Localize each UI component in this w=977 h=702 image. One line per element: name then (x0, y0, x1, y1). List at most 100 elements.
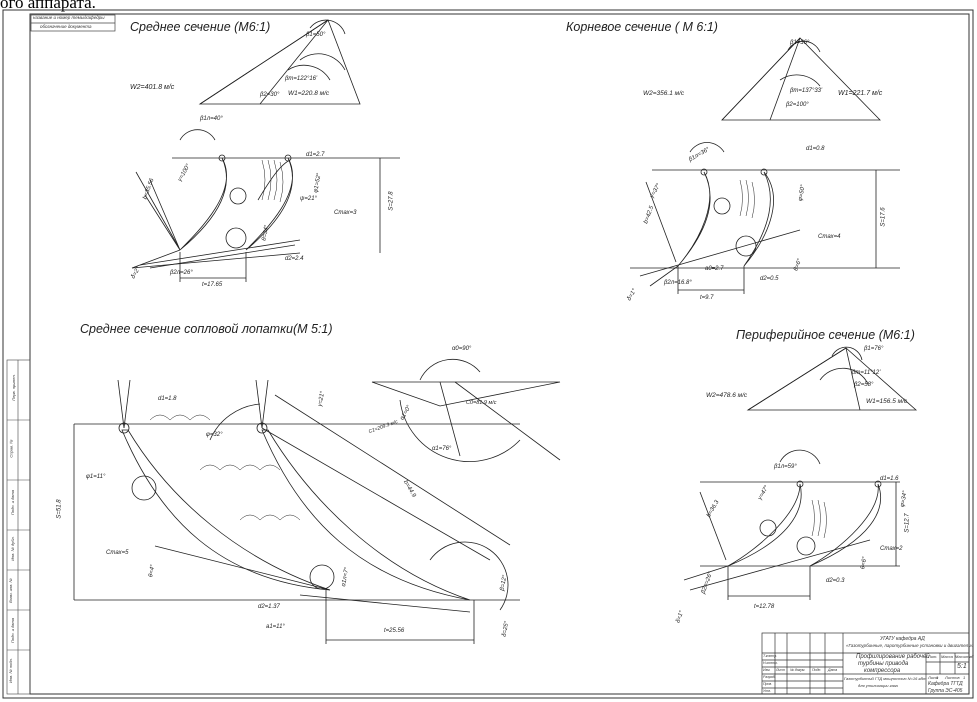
nozzle-c0: C0=81.9 м/с (466, 400, 497, 406)
tb-col-doc: № докум. (790, 668, 806, 672)
nozzle-s: S=51.8 (56, 499, 63, 519)
tip-pitch: t=12.78 (754, 604, 775, 610)
mean-w1: W1=220.8 м/с (288, 90, 330, 97)
tb-row-tcontrol: Т.контр. (763, 654, 778, 658)
tb-row-check: Пров. (763, 682, 773, 686)
margin-label-4: Инв. № дубл. (9, 536, 15, 561)
tip-section-drawing (683, 346, 918, 600)
mean-beta-exit: β2л=26° (170, 270, 193, 276)
title-block (761, 632, 970, 695)
tip-s: S=12.7 (904, 513, 911, 533)
tb-org-line2: «Газотурбинные, паротурбинные установки … (846, 643, 974, 648)
root-section-title: Корневое сечение ( М 6:1) (566, 20, 718, 34)
tb-sheets-label: Листов (945, 675, 960, 680)
tb-org-line1: УГАТУ кафедра АД (880, 636, 925, 642)
left-margin-column (6, 359, 31, 695)
tb-subtitle-1: Газотурбинный ГТД мощностью N=16 кВт (844, 676, 927, 681)
tb-doc-title-3: компрессора (864, 668, 901, 674)
nozzle-cmax: Cmax=5 (106, 550, 129, 556)
tip-w1: W1=156.5 м/с (866, 398, 908, 405)
root-s: S=17.6 (880, 207, 887, 227)
nozzle-velocity-triangle (371, 381, 561, 407)
root-pitch: t=9.7 (700, 295, 714, 301)
mean-psi: ψ=21° (300, 196, 317, 202)
mean-pitch: t=17.65 (202, 282, 223, 288)
nozzle-pitch: t=25.56 (384, 628, 405, 634)
root-beta2: β2=100° (786, 102, 809, 108)
tip-beta-inlet: β1л=59° (774, 464, 797, 470)
tb-row-approve: Утв. (763, 689, 771, 693)
outer-frame (2, 9, 974, 699)
root-a-exit: a0=2.7 (705, 266, 724, 272)
mean-cmax: Cmax=3 (334, 210, 357, 216)
caption-fragment: ого аппарата. (0, 0, 96, 12)
tb-scale: 5:1 (957, 663, 967, 670)
tip-cmax: Cmax=2 (880, 546, 903, 552)
tb-sheet-num: 1 (936, 675, 939, 680)
mean-w2: W2=401.8 м/с (130, 84, 175, 91)
root-beta-exit: β2л=16.8° (664, 280, 692, 286)
stamp-line2: обозначение документа (40, 24, 92, 29)
tb-doc-title-2: турбины привода (858, 661, 909, 667)
mean-section-title: Среднее сечение (М6:1) (130, 20, 271, 34)
tip-section-title: Периферийное сечение (М6:1) (736, 328, 915, 342)
mean-beta1: β1=50° (306, 32, 326, 38)
tb-sheets-total: 1 (963, 675, 966, 680)
root-d1: d1=0.8 (806, 146, 825, 152)
root-d2: d2=0.5 (760, 276, 779, 282)
nozzle-phi: φ=32° (206, 432, 223, 438)
margin-label-5: Взам. инв. № (7, 578, 13, 603)
tb-lit-label: Лит. (928, 654, 938, 659)
corner-stamp (30, 14, 116, 32)
tip-beta2: β2=58° (854, 382, 874, 388)
margin-label-1: Перв. примен. (10, 374, 16, 401)
tb-dept: Кафедра ТГТД (928, 681, 963, 687)
tb-subtitle-2: для утилизации газа (858, 683, 898, 688)
tip-w2: W2=478.6 м/с (706, 392, 748, 399)
tip-beta1: β1=76° (864, 346, 884, 352)
root-beta-m: βm=137°33' (790, 88, 823, 94)
top-caption-strip: ого аппарата. (0, 0, 977, 12)
nozzle-a-exit: a1=11° (266, 624, 285, 630)
tb-row-develop: Разраб. (763, 675, 776, 679)
root-section-drawing (630, 37, 900, 294)
margin-label-7: Инв. № подл. (7, 658, 13, 683)
tb-row-ncontrol: Н.контр. (763, 661, 778, 665)
tip-beta-m: βm=11°12' (852, 370, 881, 376)
tb-col-date: Дата (828, 668, 838, 672)
tb-col-izm: Изм. (763, 668, 771, 672)
margin-label-3: Подп. и дата (10, 489, 16, 516)
tb-col-list: Лист (776, 668, 786, 672)
root-beta1: β1=36° (790, 40, 810, 46)
tb-doc-title-1: Профилирование рабочей (856, 654, 930, 660)
nozzle-alpha0: α0=90° (452, 346, 472, 352)
tb-sheet-label: Лист (928, 675, 939, 680)
nozzle-alpha1: α1=76° (432, 446, 452, 452)
tip-d2: d2=0.3 (826, 578, 845, 584)
nozzle-section-drawing (73, 359, 561, 644)
mean-section-drawing (131, 19, 400, 282)
tb-scale-label: Масштаб (955, 654, 974, 659)
root-w1: W1=221.7 м/с (838, 90, 883, 97)
mean-beta-inlet: β1л=40° (200, 116, 223, 122)
root-w2: W2=356.1 м/с (643, 90, 685, 97)
tip-d1: d1=1.6 (880, 476, 899, 482)
mean-d1: d1=2.7 (306, 152, 325, 158)
nozzle-d2: d2=1.37 (258, 604, 280, 610)
tb-group: Группа ЭС-405 (928, 688, 963, 694)
inner-frame (29, 13, 970, 695)
tb-mass-label: Масса (941, 654, 953, 659)
mean-d2: d2=2.4 (285, 256, 304, 262)
margin-label-2: Справ. № (8, 439, 14, 458)
nozzle-section-title: Среднее сечение сопловой лопатки(М 5:1) (80, 322, 333, 336)
margin-label-6: Подп. и дата (10, 617, 16, 644)
root-cmax: Cmax=4 (818, 234, 841, 240)
mean-beta-m: βm=122°16' (285, 76, 318, 82)
stamp-line1: название и номер темы/кафедры (33, 15, 105, 20)
nozzle-d1: d1=1.8 (158, 396, 177, 402)
tb-col-sign: Подп. (812, 668, 822, 672)
mean-beta2: β2=30° (260, 92, 280, 98)
mean-s: S=27.8 (388, 191, 395, 211)
nozzle-phi-small: φ1=11° (86, 474, 106, 480)
